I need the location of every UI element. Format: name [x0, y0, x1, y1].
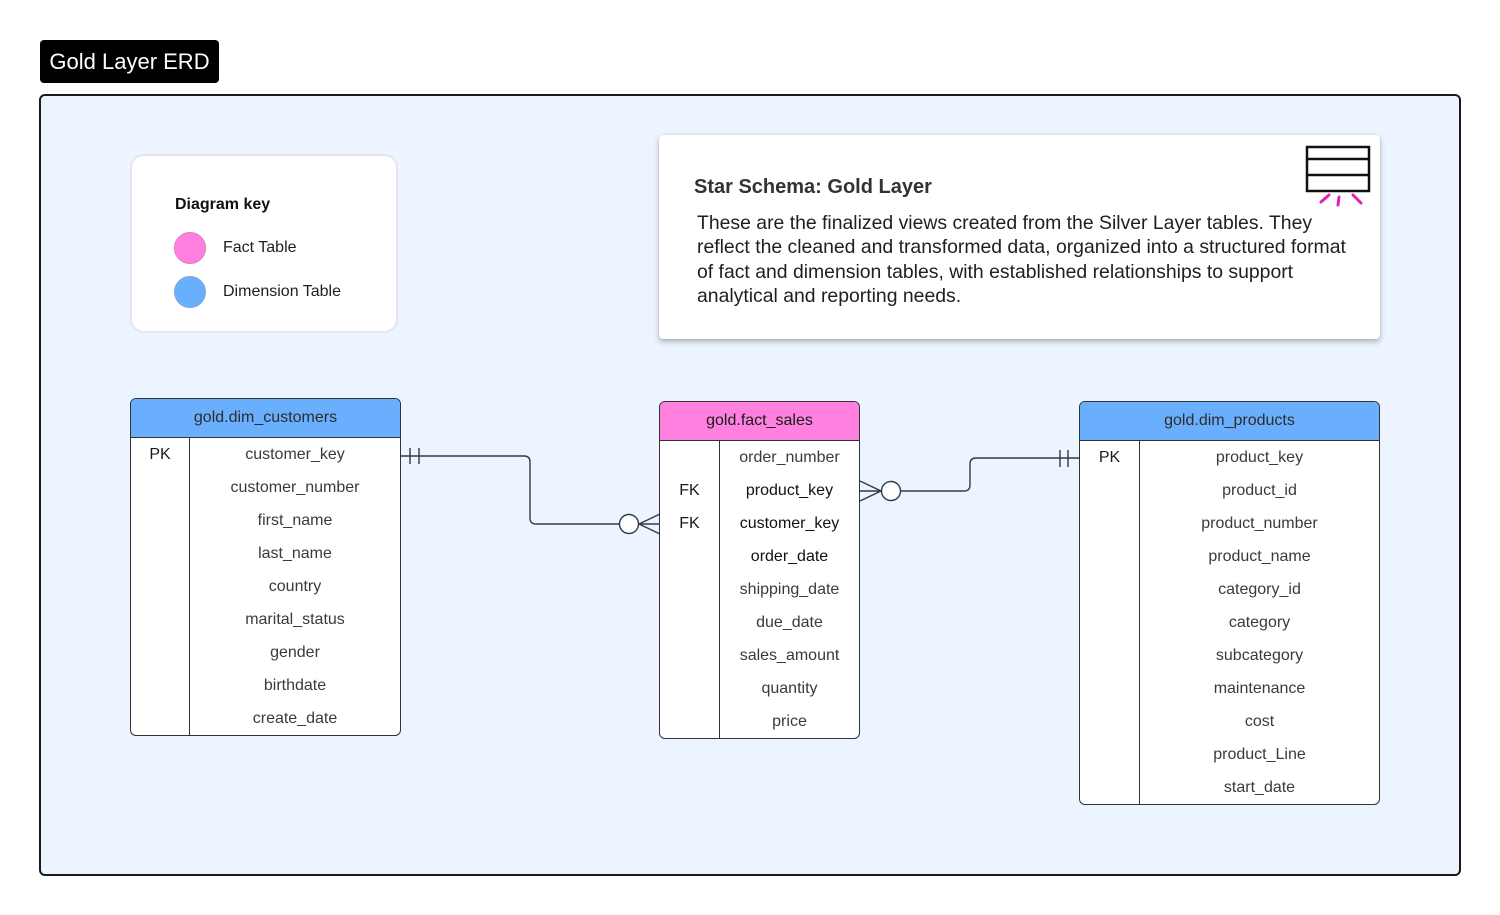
column-product-key: product_key: [745, 481, 834, 499]
products-to-sales-connector: [859, 450, 1079, 502]
zero-optional-marker: [880, 480, 902, 502]
schema-note: Star Schema: Gold Layer These are the fi…: [659, 135, 1380, 339]
column-due-date: due_date: [756, 613, 823, 631]
column-gender: gender: [270, 643, 320, 661]
table-dim-products: gold.dim_products PK product_key product…: [1079, 401, 1380, 805]
column-country: country: [268, 577, 322, 595]
column-create-date: create_date: [252, 709, 338, 727]
table-fact-sales: gold.fact_sales FK FK order_number produ…: [659, 401, 860, 739]
column-product-key: product_key: [1215, 448, 1304, 466]
column-product-number: product_number: [1201, 514, 1318, 532]
table-presentation-icon: [1305, 145, 1371, 207]
note-body: These are the finalized views created fr…: [697, 212, 1346, 307]
column-category: category: [1228, 613, 1291, 631]
column-customer-key: customer_key: [245, 445, 345, 463]
diagram-key: Diagram key Fact Table Dimension Table: [130, 154, 398, 333]
column-marital-status: marital_status: [245, 610, 345, 628]
table-header: gold.fact_sales: [660, 402, 859, 441]
customers-to-sales-connector: [401, 448, 661, 535]
key-item-fact: Fact Table: [174, 232, 297, 264]
column-order-number: order_number: [739, 448, 840, 466]
column-sales-amount: sales_amount: [739, 646, 840, 664]
column-customer-number: customer_number: [230, 478, 360, 496]
column-birthdate: birthdate: [263, 676, 327, 694]
diagram-key-heading: Diagram key: [175, 196, 271, 213]
table-header: gold.dim_customers: [131, 399, 400, 438]
note-title: Star Schema: Gold Layer: [694, 176, 932, 198]
column-cost: cost: [1244, 712, 1275, 730]
key-item-dimension: Dimension Table: [174, 276, 341, 308]
column-maintenance: maintenance: [1213, 679, 1306, 697]
dimension-color-swatch: [174, 276, 206, 308]
column-first-name: first_name: [257, 511, 333, 529]
column-product-name: product_name: [1208, 547, 1311, 565]
table-header: gold.dim_products: [1080, 402, 1379, 441]
column-subcategory: subcategory: [1215, 646, 1304, 664]
column-start-date: start_date: [1223, 778, 1296, 796]
many-crowfoot-marker: [638, 513, 661, 525]
column-shipping-date: shipping_date: [739, 580, 840, 598]
table-dim-customers: gold.dim_customers PK customer_key custo…: [130, 398, 401, 736]
column-product-id: product_id: [1222, 481, 1297, 499]
key-item-label: Fact Table: [223, 239, 297, 256]
many-crowfoot-marker: [859, 480, 882, 492]
zero-optional-marker: [618, 513, 640, 535]
key-item-label: Dimension Table: [223, 283, 341, 300]
key-cell: PK: [149, 445, 171, 463]
column-price: price: [772, 712, 807, 730]
column-order-date: order_date: [750, 547, 829, 565]
column-last-name: last_name: [258, 544, 332, 562]
column-quantity: quantity: [761, 679, 818, 697]
key-cell: PK: [1098, 448, 1121, 466]
fact-color-swatch: [174, 232, 206, 264]
key-cell: FK: [679, 481, 700, 499]
diagram-title: Gold Layer ERD: [40, 40, 219, 83]
column-category-id: category_id: [1218, 580, 1301, 598]
column-product-line: product_Line: [1213, 745, 1306, 763]
column-customer-key: customer_key: [739, 514, 840, 532]
key-cell: FK: [679, 514, 700, 532]
